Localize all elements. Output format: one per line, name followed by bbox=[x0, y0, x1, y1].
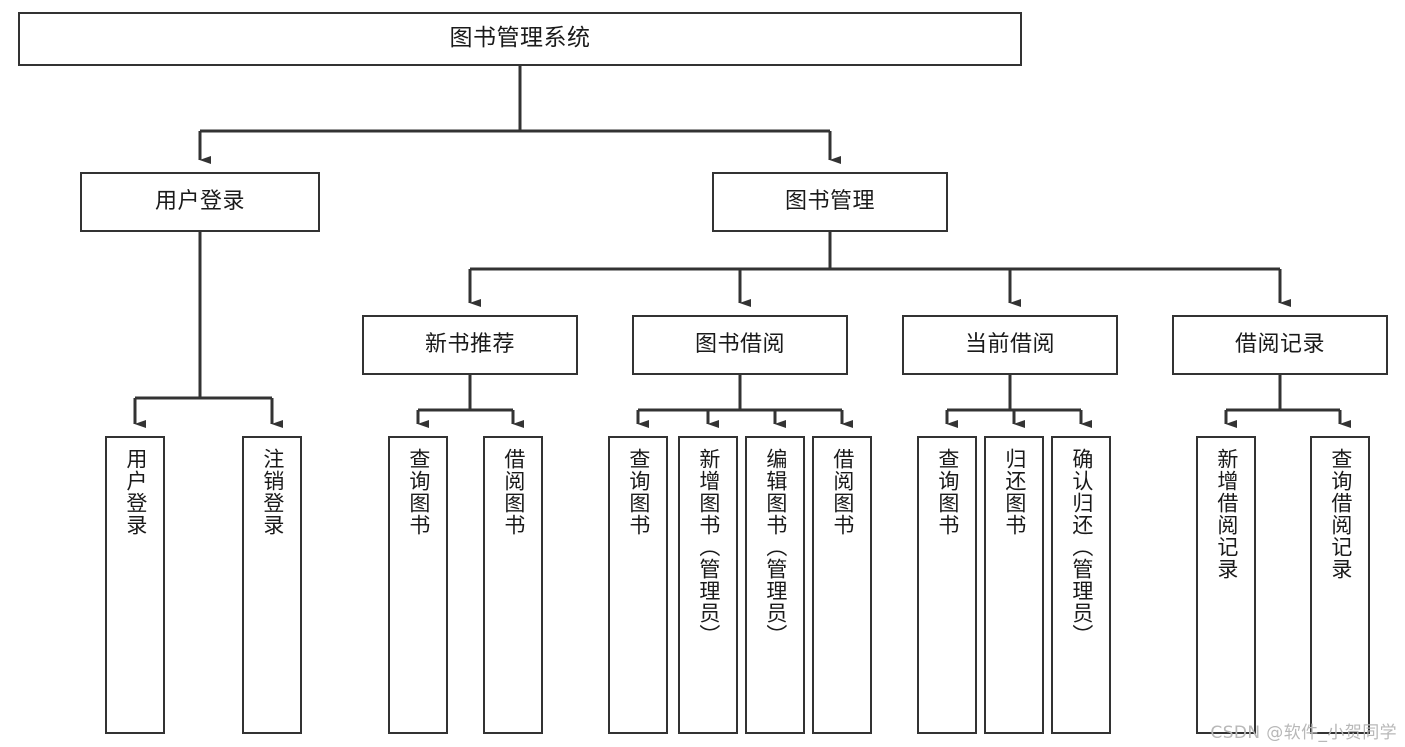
node-book-borrow[interactable]: 图书借阅 bbox=[632, 315, 848, 375]
connector-group-root bbox=[198, 66, 841, 164]
node-borrow-record[interactable]: 借阅记录 bbox=[1172, 315, 1388, 375]
node-root-system-label: 图书管理系统 bbox=[449, 25, 591, 52]
node-leaf-query-record[interactable]: 查询借阅记录 bbox=[1310, 436, 1370, 734]
node-leaf-query-book-1[interactable]: 查询图书 bbox=[388, 436, 448, 734]
connector-group-book-borrow bbox=[636, 375, 853, 428]
node-leaf-return-book-label: 归还图书 bbox=[1002, 448, 1027, 536]
node-leaf-add-record[interactable]: 新增借阅记录 bbox=[1196, 436, 1256, 734]
node-leaf-query-book-3[interactable]: 查询图书 bbox=[917, 436, 977, 734]
connector-group-new-book-rec bbox=[416, 375, 524, 428]
node-book-manage[interactable]: 图书管理 bbox=[712, 172, 948, 232]
connector-group-book-manage bbox=[468, 232, 1291, 307]
node-user-login[interactable]: 用户登录 bbox=[80, 172, 320, 232]
node-user-login-label: 用户登录 bbox=[154, 188, 245, 214]
node-root-system[interactable]: 图书管理系统 bbox=[18, 12, 1022, 66]
node-leaf-query-record-label: 查询借阅记录 bbox=[1328, 448, 1353, 580]
node-leaf-borrow-book-1[interactable]: 借阅图书 bbox=[483, 436, 543, 734]
node-leaf-borrow-book-1-label: 借阅图书 bbox=[501, 448, 526, 536]
node-leaf-query-book-2[interactable]: 查询图书 bbox=[608, 436, 668, 734]
node-leaf-user-logout-label: 注销登录 bbox=[260, 448, 285, 536]
node-current-borrow-label: 当前借阅 bbox=[964, 331, 1055, 357]
node-leaf-user-login[interactable]: 用户登录 bbox=[105, 436, 165, 734]
connector-group-current-borrow bbox=[945, 375, 1092, 428]
node-book-borrow-label: 图书借阅 bbox=[694, 331, 785, 357]
node-leaf-user-logout[interactable]: 注销登录 bbox=[242, 436, 302, 734]
node-leaf-query-book-2-label: 查询图书 bbox=[626, 448, 651, 536]
node-borrow-record-label: 借阅记录 bbox=[1234, 331, 1325, 357]
node-leaf-user-login-label: 用户登录 bbox=[123, 448, 148, 536]
node-leaf-edit-book-label: 编辑图书（管理员） bbox=[763, 448, 788, 646]
node-book-manage-label: 图书管理 bbox=[784, 188, 875, 214]
connector-group-borrow-record bbox=[1224, 375, 1351, 428]
node-leaf-edit-book[interactable]: 编辑图书（管理员） bbox=[745, 436, 805, 734]
node-leaf-add-book-label: 新增图书（管理员） bbox=[696, 448, 721, 646]
node-current-borrow[interactable]: 当前借阅 bbox=[902, 315, 1118, 375]
node-leaf-query-book-3-label: 查询图书 bbox=[935, 448, 960, 536]
node-new-book-rec[interactable]: 新书推荐 bbox=[362, 315, 578, 375]
node-leaf-query-book-1-label: 查询图书 bbox=[406, 448, 431, 536]
node-leaf-add-record-label: 新增借阅记录 bbox=[1214, 448, 1239, 580]
node-leaf-return-book[interactable]: 归还图书 bbox=[984, 436, 1044, 734]
connector-group-user-login bbox=[133, 232, 283, 428]
node-leaf-confirm-return[interactable]: 确认归还（管理员） bbox=[1051, 436, 1111, 734]
node-new-book-rec-label: 新书推荐 bbox=[424, 331, 515, 357]
node-leaf-borrow-book-2-label: 借阅图书 bbox=[830, 448, 855, 536]
node-leaf-borrow-book-2[interactable]: 借阅图书 bbox=[812, 436, 872, 734]
node-leaf-add-book[interactable]: 新增图书（管理员） bbox=[678, 436, 738, 734]
node-leaf-confirm-return-label: 确认归还（管理员） bbox=[1069, 448, 1094, 646]
